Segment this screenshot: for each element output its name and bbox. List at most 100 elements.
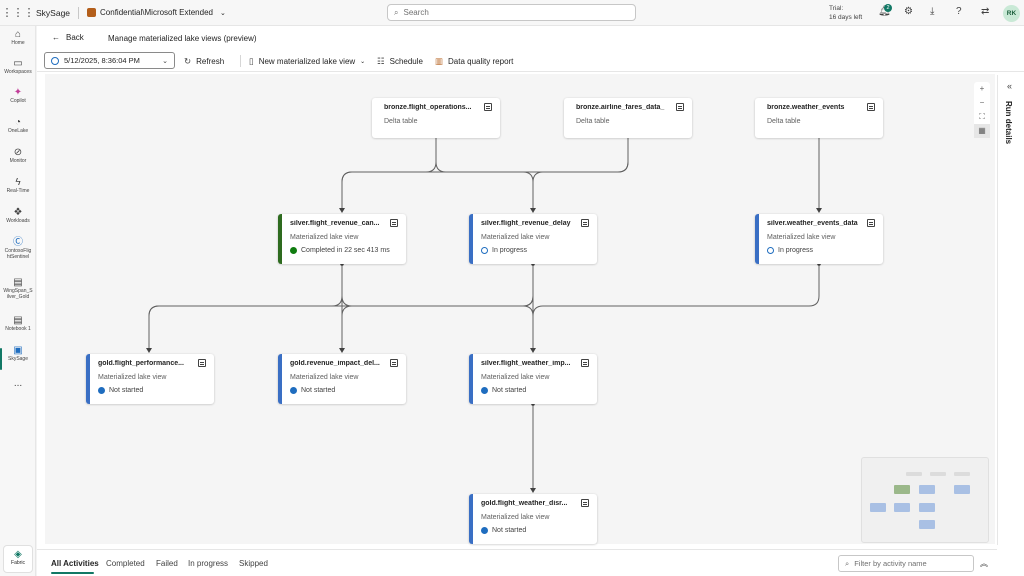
- node-status: Not started: [290, 387, 335, 394]
- sensitivity-label[interactable]: Confidential\Microsoft Extended ⌄: [87, 8, 226, 17]
- zoom-in-icon[interactable]: +: [979, 84, 985, 93]
- table-icon: [581, 359, 589, 367]
- clock-icon: [290, 387, 297, 394]
- document-icon: ▯: [249, 56, 254, 66]
- refresh-button[interactable]: ↻ Refresh: [184, 56, 224, 67]
- rail-item-label: Notebook 1: [5, 326, 31, 332]
- node-type: Materialized lake view: [290, 374, 359, 381]
- node-gold-flight-weather-disr[interactable]: gold.flight_weather_disr... Materialized…: [469, 494, 597, 544]
- rail-item-wingspan[interactable]: ▤ WingSpan_S ilver_Gold: [0, 277, 36, 301]
- table-icon: [390, 219, 398, 227]
- activity-bar: All Activities Completed Failed In progr…: [37, 549, 997, 576]
- node-bronze-airline-fares[interactable]: bronze.airline_fares_data_ Delta table: [564, 98, 692, 138]
- rail-item-home[interactable]: ⌂ Home: [0, 29, 36, 47]
- edge-arrowheads: [146, 134, 822, 493]
- node-bronze-weather-events[interactable]: bronze.weather_events Delta table: [755, 98, 883, 138]
- node-type: Materialized lake view: [767, 234, 836, 241]
- download-icon[interactable]: ⤓: [930, 6, 935, 17]
- minimap[interactable]: [861, 457, 989, 543]
- node-status-text: Not started: [301, 387, 336, 394]
- search-icon: ⌕: [394, 7, 399, 17]
- run-details-title: Run details: [1004, 101, 1013, 145]
- data-quality-report-button[interactable]: ▥ Data quality report: [435, 56, 513, 67]
- tab-completed[interactable]: Completed: [106, 559, 145, 568]
- page-title: Manage materialized lake views (preview): [108, 34, 257, 43]
- node-gold-revenue-impact[interactable]: gold.revenue_impact_del... Materialized …: [278, 354, 406, 404]
- node-title: bronze.airline_fares_data_: [576, 104, 665, 111]
- schedule-button[interactable]: ☷ Schedule: [377, 56, 423, 67]
- workspaces-icon: ▭: [13, 58, 23, 69]
- node-title: silver.flight_weather_imp...: [481, 360, 571, 367]
- table-icon: [581, 499, 589, 507]
- new-view-label: New materialized lake view: [258, 57, 356, 66]
- rail-item-skysage[interactable]: ▣ SkySage: [0, 346, 36, 363]
- node-silver-weather-events-data[interactable]: silver.weather_events_data Materialized …: [755, 214, 883, 264]
- notebook-icon: ▤: [13, 277, 23, 288]
- app-launcher-icon[interactable]: ⋮⋮⋮: [1, 7, 35, 19]
- rail-item-workspaces[interactable]: ▭ Workspaces: [0, 58, 36, 76]
- tab-in-progress[interactable]: In progress: [188, 559, 229, 568]
- lineage-canvas[interactable]: bronze.flight_operations... Delta table …: [45, 74, 995, 544]
- tab-skipped[interactable]: Skipped: [239, 559, 268, 568]
- node-status: In progress: [481, 247, 527, 254]
- run-date-picker[interactable]: 5/12/2025, 8:36:04 PM ⌄: [44, 52, 175, 69]
- node-bronze-flight-operations[interactable]: bronze.flight_operations... Delta table: [372, 98, 500, 138]
- rail-item-notebook-1[interactable]: ▤ Notebook 1: [0, 315, 36, 333]
- rail-item-monitor[interactable]: ⊘ Monitor: [0, 148, 36, 165]
- refresh-icon: ↻: [184, 56, 192, 66]
- clock-icon: [481, 527, 488, 534]
- back-button[interactable]: ← Back: [52, 33, 84, 42]
- tab-all-activities[interactable]: All Activities: [51, 559, 99, 568]
- minimap-node: [894, 485, 910, 494]
- rail-item-workloads[interactable]: ❖ Workloads: [0, 207, 36, 225]
- rail-more[interactable]: ...: [0, 379, 36, 389]
- app-name[interactable]: SkySage: [36, 7, 71, 18]
- minimap-toggle-icon[interactable]: ▦: [974, 124, 990, 138]
- table-icon: [867, 219, 875, 227]
- trial-status: Trial: 16 days left: [829, 4, 862, 22]
- zoom-out-icon[interactable]: −: [979, 98, 985, 107]
- new-materialized-lake-view-button[interactable]: ▯ New materialized lake view ⌄: [249, 56, 365, 67]
- copilot-icon: ✦: [13, 87, 23, 98]
- node-status-text: In progress: [778, 247, 814, 254]
- workloads-icon: ❖: [13, 207, 23, 218]
- table-icon: [581, 219, 589, 227]
- gear-icon[interactable]: ⚙: [904, 6, 913, 17]
- chevron-double-left-icon[interactable]: «: [1007, 81, 1013, 91]
- fit-view-icon[interactable]: ⛶: [979, 112, 985, 121]
- rail-item-label: Workloads: [6, 218, 30, 224]
- chevron-double-up-icon[interactable]: ︽: [980, 559, 988, 568]
- report-icon: ▥: [435, 56, 444, 66]
- home-icon: ⌂: [14, 29, 22, 40]
- avatar[interactable]: RK: [1003, 5, 1020, 22]
- fabric-button[interactable]: ◈ Fabric: [3, 545, 33, 573]
- table-icon: [390, 359, 398, 367]
- status-bar: [469, 354, 473, 404]
- search-input[interactable]: ⌕ Search: [387, 4, 636, 21]
- trial-days-left: 16 days left: [829, 14, 863, 21]
- node-silver-flight-weather-imp[interactable]: silver.flight_weather_imp... Materialize…: [469, 354, 597, 404]
- rail-item-copilot[interactable]: ✦ Copilot: [0, 87, 36, 105]
- activity-filter-input[interactable]: ⌕ Filter by activity name: [838, 555, 974, 572]
- node-gold-flight-performance[interactable]: gold.flight_performance... Materialized …: [86, 354, 214, 404]
- rail-item-real-time[interactable]: ϟ Real-Time: [0, 178, 36, 195]
- node-silver-flight-revenue-can[interactable]: silver.flight_revenue_can... Materialize…: [278, 214, 406, 264]
- notebook-icon: ▤: [13, 315, 23, 326]
- status-bar: [86, 354, 90, 404]
- rail-item-label: Real-Time: [6, 188, 30, 194]
- rail-item-contoso[interactable]: Ⓒ ContosoFlig htSentinel: [0, 238, 36, 261]
- node-title: gold.flight_performance...: [98, 360, 184, 367]
- minimap-node: [870, 503, 886, 512]
- tab-failed[interactable]: Failed: [156, 559, 178, 568]
- node-silver-flight-revenue-delay[interactable]: silver.flight_revenue_delay Materialized…: [469, 214, 597, 264]
- bell-icon[interactable]: 🔔︎: [878, 6, 891, 17]
- node-status-text: In progress: [492, 247, 528, 254]
- minimap-node: [906, 472, 922, 476]
- node-status-text: Not started: [492, 387, 527, 394]
- rail-item-onelake[interactable]: ◔ OneLake: [0, 118, 36, 135]
- share-icon[interactable]: ⇄: [981, 6, 990, 17]
- help-icon[interactable]: ?: [956, 6, 962, 17]
- node-type: Materialized lake view: [481, 234, 550, 241]
- rail-item-label: OneLake: [7, 128, 29, 134]
- search-placeholder: Search: [403, 8, 429, 17]
